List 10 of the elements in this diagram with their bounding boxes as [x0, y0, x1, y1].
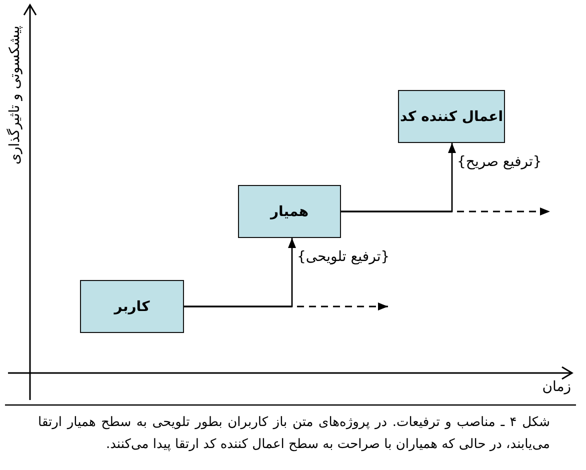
- dashed-arrow: [341, 208, 550, 216]
- role-box: همیار: [238, 185, 341, 238]
- role-box: اعمال کننده کد: [398, 90, 505, 143]
- dashed-arrow: [184, 302, 388, 310]
- edge-label: {ترفیع تلویحی}: [296, 249, 391, 265]
- edge-label: {ترفیع صریح}: [456, 154, 543, 170]
- role-box: کاربر: [80, 280, 184, 333]
- figure-caption: شکل ۴ ـ مناصب و ترفیعات. در پروژه‌های متن باز کاربران بطور تلویحی به سطح همیار ارتقا می‌یابند، در حالی که همیاران با صراحت به سطح اعمال کننده کد ارتقا پیدا می‌کنند.: [38, 414, 550, 454]
- axis-title: زمان: [541, 379, 572, 395]
- axis-title: پیشکسوتی و تاثیرگذاری: [7, 24, 23, 166]
